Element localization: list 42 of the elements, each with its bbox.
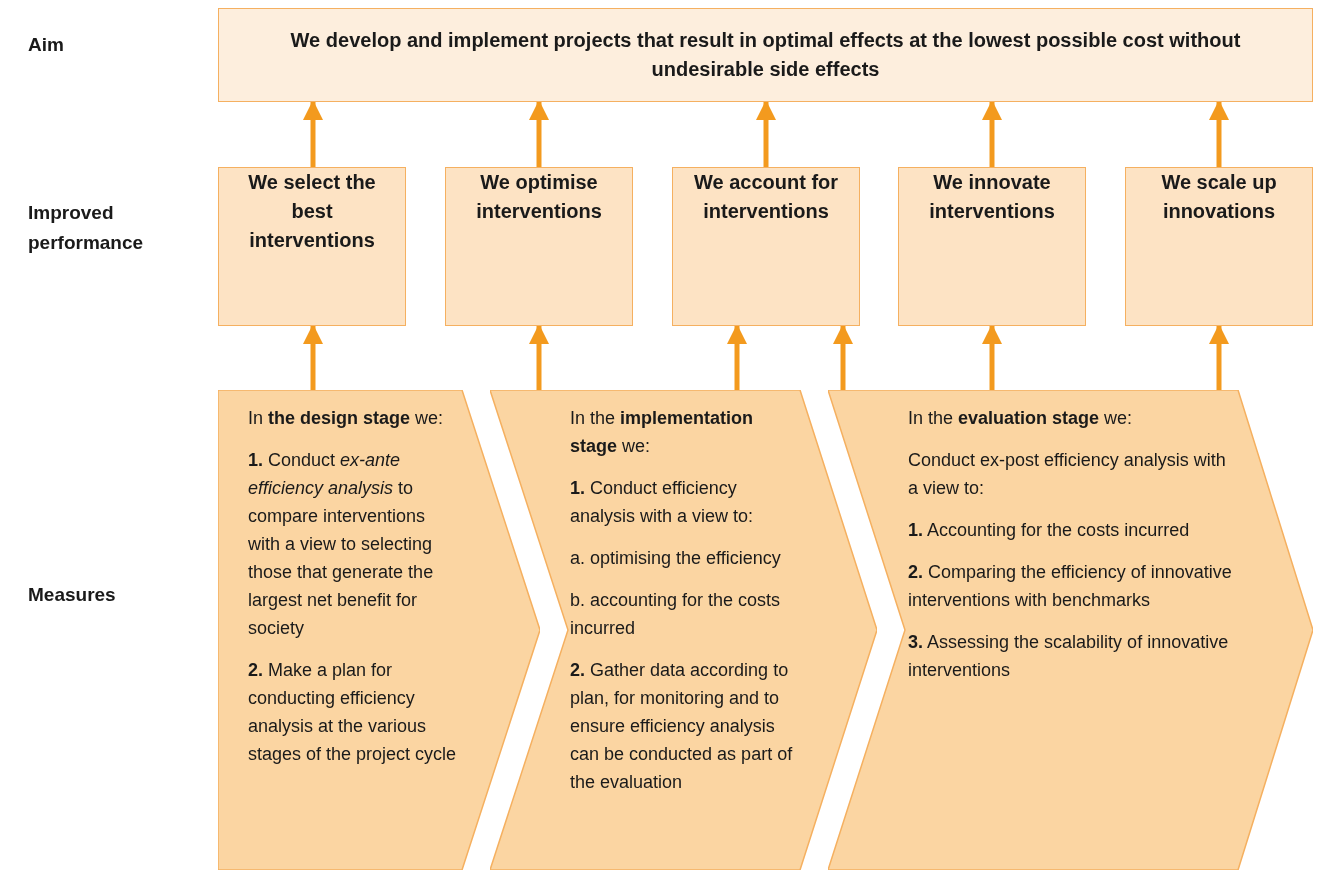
outcome-box [218,167,406,326]
arrow [1209,324,1229,390]
row-label: Improved performance [28,201,145,255]
arrow [303,100,323,167]
arrow [982,324,1002,390]
chevron-panel [218,390,540,870]
outcome-box [1125,167,1313,326]
arrow [982,100,1002,167]
stage-heading: In the design stage we: [248,407,445,430]
arrow [1209,100,1229,167]
arrow [756,100,776,167]
list-item: 1. Accounting for the costs incurred [908,519,1191,542]
outcome-box [898,167,1086,326]
list-item: b. accounting for the costs incurred [570,589,782,640]
list-item: 2. Make a plan for conducting efficiency analysis at the various stages of the project cycle [248,659,458,766]
arrow [303,324,323,390]
arrow [833,324,853,390]
box-text: We account for interventions [692,170,840,224]
outcome-box [445,167,633,326]
goal-box [218,8,1313,102]
box-text: We develop and implement projects that result in optimal effects at the lowest possible cost without undesirable side effects [289,28,1242,82]
list-item: Conduct ex-post efficiency analysis with a view to: [908,449,1227,500]
box-text: We scale up innovations [1160,170,1278,224]
list-item: 2. Gather data according to plan, for monitoring and to ensure efficiency analysis can be conducted as part of the evaluation [570,659,794,794]
chevron-panel [828,390,1313,870]
chevron-panel [490,390,877,870]
row-label: Aim [28,33,65,57]
outcome-box [672,167,860,326]
arrow [529,100,549,167]
list-item: 2. Comparing the efficiency of innovative interventions with benchmarks [908,561,1233,612]
row-label: Measures [28,583,117,607]
list-item: 1. Conduct ex-ante efficiency analysis to compare interventions with a view to selecting those that generate the largest net benefit for society [248,449,435,640]
arrow [529,324,549,390]
list-item: 1. Conduct efficiency analysis with a view to: [570,477,755,528]
stage-heading: In the implementation stage we: [570,407,755,458]
list-item: 3. Assessing the scalability of innovative interventions [908,631,1230,682]
box-text: We optimise interventions [475,170,603,224]
list-item: a. optimising the efficiency [570,547,782,570]
box-text: We select the best interventions [247,170,377,253]
box-text: We innovate interventions [928,170,1056,224]
stage-heading: In the evaluation stage we: [908,407,1134,430]
arrow [727,324,747,390]
